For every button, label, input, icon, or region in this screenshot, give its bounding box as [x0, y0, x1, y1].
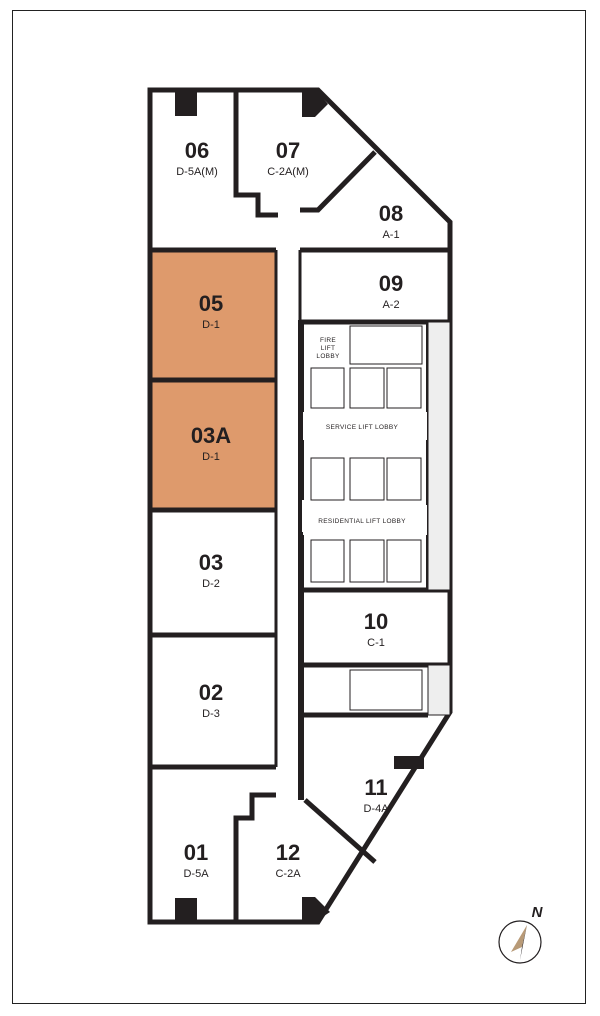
- unit-12-number[interactable]: 12: [276, 840, 300, 865]
- unit-02-number[interactable]: 02: [199, 680, 223, 705]
- lift-row-service: [310, 367, 422, 409]
- unit-05-fill[interactable]: [152, 252, 276, 380]
- fire-lift-lobby-label-3: LOBBY: [316, 353, 340, 360]
- stair-2: [349, 669, 423, 711]
- unit-08-number[interactable]: 08: [379, 201, 403, 226]
- unit-03-type: D-2: [202, 578, 220, 590]
- unit-10-number[interactable]: 10: [364, 609, 388, 634]
- unit-02-type: D-3: [202, 708, 220, 720]
- unit-12-type: C-2A: [275, 868, 301, 880]
- unit-08-type: A-1: [382, 229, 399, 241]
- unit-10-type: C-1: [367, 637, 385, 649]
- unit-03a-type: D-1: [202, 451, 220, 463]
- unit-05-number[interactable]: 05: [199, 291, 223, 316]
- unit-labels: 06 D-5A(M) 07 C-2A(M) 08 A-1 09 A-2 05 D…: [176, 138, 403, 880]
- unit-11-number[interactable]: 11: [364, 775, 387, 800]
- residential-lift-lobby-label: RESIDENTIAL LIFT LOBBY: [318, 518, 406, 525]
- unit-06-type: D-5A(M): [176, 166, 218, 178]
- unit-01-type: D-5A: [183, 868, 209, 880]
- columns: [175, 92, 424, 920]
- north-arrow-icon: N: [498, 904, 544, 964]
- unit-03a-fill[interactable]: [152, 380, 276, 510]
- unit-09-type: A-2: [382, 299, 399, 311]
- core: FIRE LIFT LOBBY SERVICE LIFT LOBBY RESID…: [298, 320, 451, 716]
- lift-row-residential-2: [310, 539, 422, 583]
- fire-lift-lobby-label-1: FIRE: [320, 337, 336, 344]
- unit-06-number[interactable]: 06: [185, 138, 209, 163]
- compass-north-label: N: [532, 904, 544, 921]
- unit-01-number[interactable]: 01: [184, 840, 208, 865]
- unit-11-type: D-4A: [363, 803, 389, 815]
- stair-1: [349, 325, 423, 365]
- unit-03-number[interactable]: 03: [199, 550, 223, 575]
- unit-05-type: D-1: [202, 319, 220, 331]
- unit-03a-number[interactable]: 03A: [191, 423, 231, 448]
- unit-07-number[interactable]: 07: [276, 138, 300, 163]
- unit-07-type: C-2A(M): [267, 166, 309, 178]
- service-lift-lobby-label: SERVICE LIFT LOBBY: [326, 424, 399, 431]
- unit-09-number[interactable]: 09: [379, 271, 403, 296]
- lift-row-residential-1: [310, 457, 422, 501]
- fire-lift-lobby-label-2: LIFT: [321, 345, 336, 352]
- plan-frame: [12, 10, 586, 1004]
